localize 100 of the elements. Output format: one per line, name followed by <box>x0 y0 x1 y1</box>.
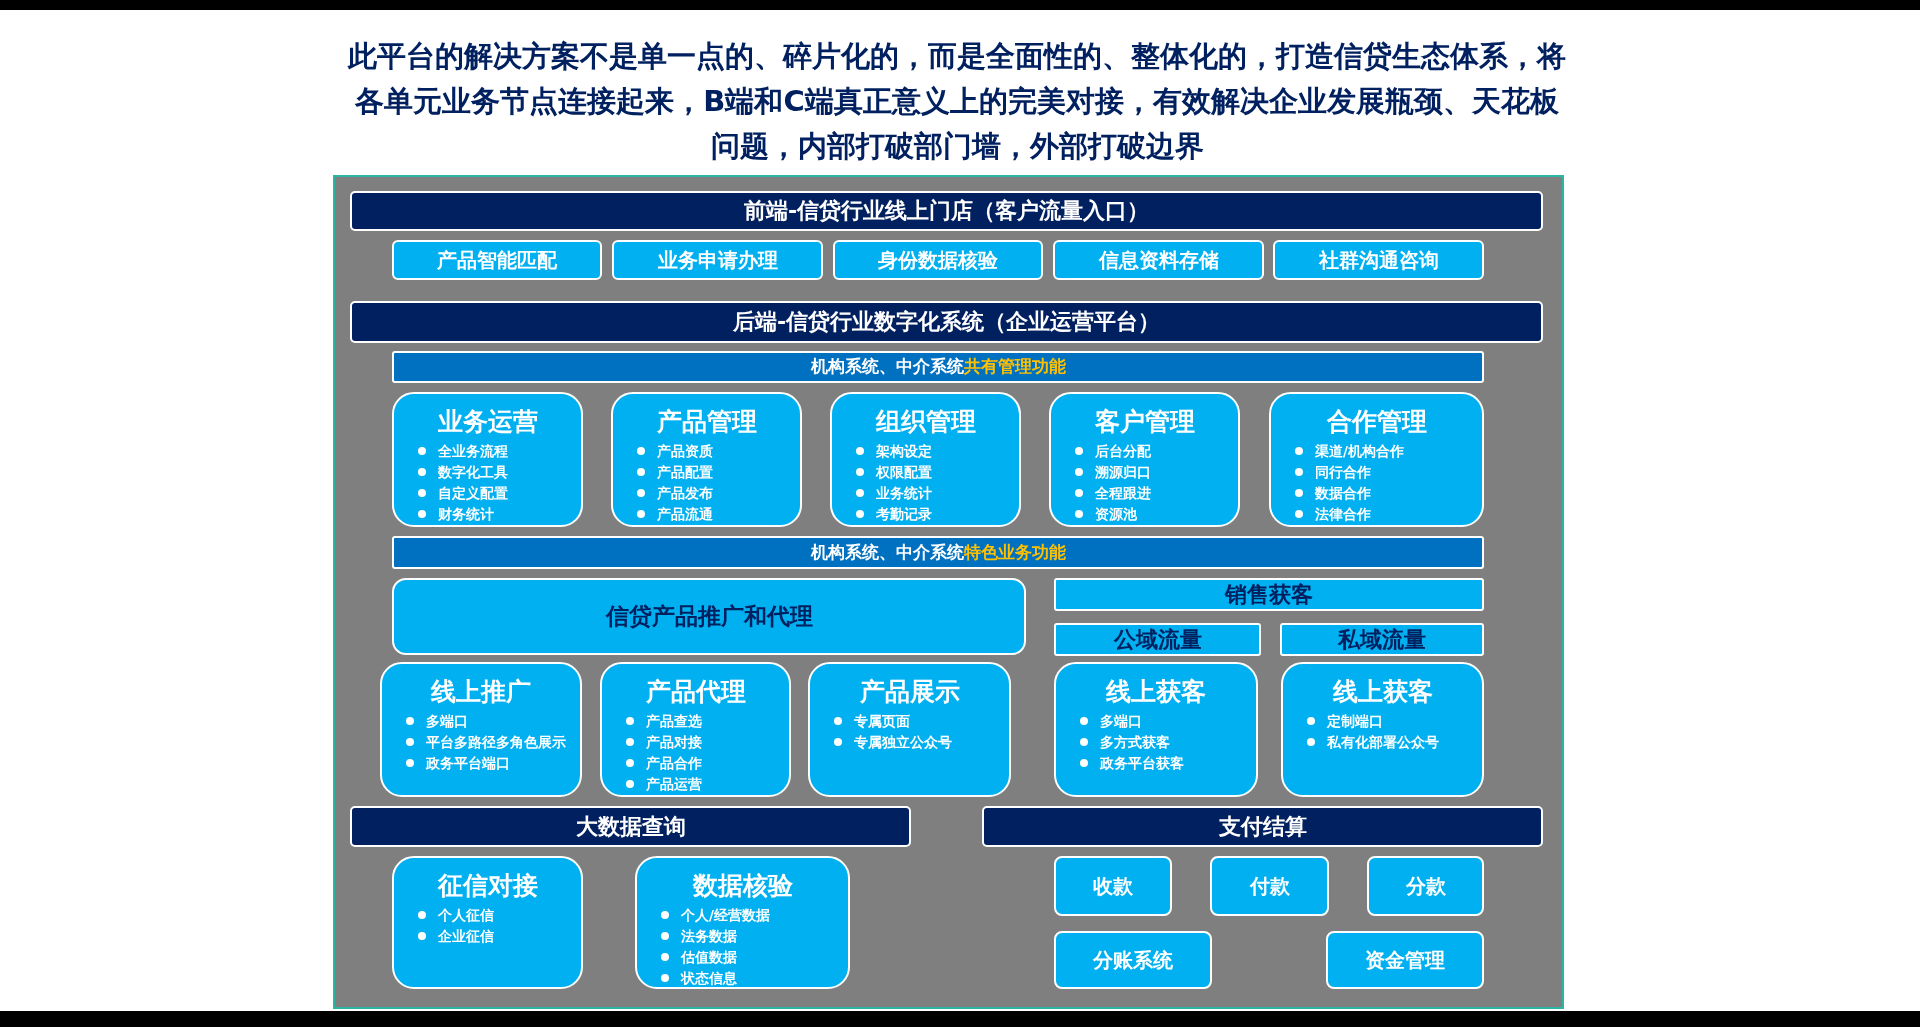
module-card <box>808 662 1011 797</box>
bullet-item: 状态信息 <box>661 967 737 989</box>
module-card <box>600 662 791 797</box>
module-card <box>830 392 1021 527</box>
category-tab <box>1054 623 1261 656</box>
bullet-item: 法律合作 <box>1295 503 1371 525</box>
bar-title: 前端-信贷行业线上门店（客户流量入口） <box>743 197 1150 225</box>
tile-label: 身份数据核验 <box>878 247 998 273</box>
tile-label: 分款 <box>1405 873 1446 899</box>
module-card <box>380 662 582 797</box>
bullet-item: 全程跟进 <box>1075 482 1151 504</box>
module-card <box>1281 662 1484 797</box>
module-card <box>635 856 850 989</box>
group-title: 信贷产品推广和代理 <box>605 602 813 631</box>
card-heading: 产品展示 <box>859 676 960 708</box>
card-heading: 合作管理 <box>1326 406 1427 438</box>
bullet-item: 产品合作 <box>626 752 702 774</box>
bullet-item: 多方式获客 <box>1080 731 1170 753</box>
card-heading: 线上推广 <box>431 676 531 708</box>
payment-tile <box>1326 931 1484 989</box>
bullet-item: 专属独立公众号 <box>834 731 952 753</box>
tile-label: 收款 <box>1093 873 1133 899</box>
bar-title: 后端-信贷行业数字化系统（企业运营平台） <box>732 308 1161 336</box>
bullet-item: 全业务流程 <box>418 440 508 462</box>
payment-tile <box>1054 856 1172 916</box>
bullet-item: 数据合作 <box>1295 482 1371 504</box>
module-card <box>1269 392 1484 527</box>
bullet-item: 产品发布 <box>637 482 713 504</box>
bullet-item: 产品流通 <box>637 503 713 525</box>
bullet-item: 个人征信 <box>418 904 494 926</box>
header-bar <box>350 191 1543 231</box>
bullet-item: 产品配置 <box>637 461 713 483</box>
bullet-item: 法务数据 <box>661 925 737 947</box>
bullet-item: 业务统计 <box>856 482 932 504</box>
band-title: 机构系统、中介系统特色业务功能 <box>810 541 1066 564</box>
card-heading: 业务运营 <box>437 406 538 438</box>
bullet-item: 渠道/机构合作 <box>1295 440 1404 462</box>
tile-label: 付款 <box>1249 873 1290 899</box>
bullet-item: 数字化工具 <box>418 461 508 483</box>
bar-title: 支付结算 <box>1218 812 1307 841</box>
card-heading: 客户管理 <box>1094 406 1195 438</box>
tile-label: 业务申请办理 <box>657 247 778 273</box>
feature-tile <box>392 240 602 280</box>
card-heading: 线上获客 <box>1332 676 1433 708</box>
bullet-item: 同行合作 <box>1295 461 1371 483</box>
tile-label: 社群沟通咨询 <box>1318 247 1439 273</box>
header-bar <box>350 806 911 847</box>
bullet-item: 政务平台获客 <box>1080 752 1184 774</box>
feature-tile <box>612 240 823 280</box>
group-box <box>392 578 1026 655</box>
bullet-item: 政务平台端口 <box>406 752 510 774</box>
bullet-item: 考勤记录 <box>856 503 932 525</box>
module-card <box>1054 662 1258 797</box>
bullet-item: 个人/经营数据 <box>661 904 770 926</box>
bullet-item: 财务统计 <box>418 503 494 525</box>
tile-label: 资金管理 <box>1365 947 1445 973</box>
feature-tile <box>1053 240 1264 280</box>
module-card <box>1049 392 1240 527</box>
header-bar <box>350 301 1543 343</box>
page-title: 此平台的解决方案不是单一点的、碎片化的，而是全面性的、整体化的，打造信贷生态体系，将各单元业务节点连接起来，B端和C端真正意义上的完美对接，有效解决企业发展瓶颈、天花板问题，内部打破部门墙，外部打破边界 <box>347 38 1567 165</box>
bullet-item: 产品运营 <box>626 773 702 795</box>
payment-tile <box>1054 931 1212 989</box>
bullet-item: 估值数据 <box>661 946 737 968</box>
tab-label: 私域流量 <box>1338 625 1426 654</box>
card-heading: 线上获客 <box>1106 676 1206 708</box>
payment-tile <box>1367 856 1484 916</box>
tile-label: 信息资料存储 <box>1098 247 1219 273</box>
bullet-item: 多端口 <box>406 710 468 732</box>
card-heading: 产品管理 <box>656 406 757 438</box>
card-heading: 产品代理 <box>645 676 746 708</box>
tab-label: 销售获客 <box>1225 580 1313 609</box>
tile-label: 分账系统 <box>1093 947 1173 973</box>
feature-tile <box>833 240 1043 280</box>
module-card <box>611 392 802 527</box>
category-tab <box>1054 578 1484 611</box>
payment-tile <box>1210 856 1329 916</box>
feature-tile <box>1273 240 1484 280</box>
band-title: 机构系统、中介系统共有管理功能 <box>810 356 1066 378</box>
tab-label: 公域流量 <box>1113 625 1202 654</box>
bullet-item: 后台分配 <box>1075 440 1151 462</box>
bullet-item: 专属页面 <box>834 710 910 732</box>
bullet-item: 资源池 <box>1075 503 1137 525</box>
bullet-item: 企业征信 <box>418 925 494 947</box>
card-heading: 征信对接 <box>437 870 538 902</box>
bullet-item: 产品对接 <box>626 731 702 753</box>
tile-label: 产品智能匹配 <box>437 247 557 273</box>
bullet-item: 权限配置 <box>856 461 932 483</box>
card-heading: 组织管理 <box>875 406 976 438</box>
bullet-item: 平台多路径多角色展示 <box>406 731 566 753</box>
bullet-item: 定制端口 <box>1307 710 1383 732</box>
module-card <box>392 392 583 527</box>
category-tab <box>1280 623 1484 656</box>
card-heading: 数据核验 <box>692 870 793 902</box>
bar-title: 大数据查询 <box>575 812 686 841</box>
bullet-item: 架构设定 <box>856 440 932 462</box>
section-band <box>392 536 1484 569</box>
header-bar <box>982 806 1543 847</box>
bullet-item: 多端口 <box>1080 710 1142 732</box>
bullet-item: 溯源归口 <box>1075 461 1151 483</box>
module-card <box>392 856 583 989</box>
